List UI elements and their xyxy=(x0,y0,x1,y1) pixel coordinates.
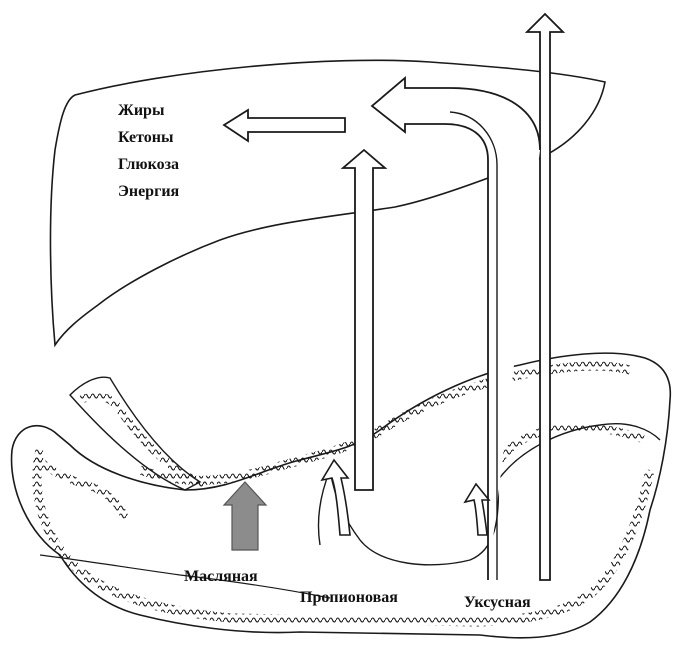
butyric-arrow xyxy=(224,482,266,550)
acetic-long-arrow xyxy=(527,14,563,580)
rumen-inner-pillar-2 xyxy=(318,470,330,545)
liver-product-0: Жиры xyxy=(118,102,165,119)
liver-product-1: Кетоны xyxy=(118,129,174,146)
acetic-hook-arrow xyxy=(465,484,489,535)
acetic-curved-arrow xyxy=(372,78,540,580)
propionic-arrow xyxy=(343,150,385,490)
villi-band-inner-left xyxy=(35,455,125,518)
butyric-label: Масляная xyxy=(184,568,258,585)
liver-product-2: Глюкоза xyxy=(118,156,179,173)
villi-band-inner-right xyxy=(500,427,645,460)
villi-band-upper xyxy=(140,366,630,480)
propionic-label: Пропионовая xyxy=(300,589,398,606)
liver-output-arrow xyxy=(224,110,345,141)
acetic-label: Уксусная xyxy=(464,594,531,611)
liver-product-3: Энергия xyxy=(118,183,180,200)
propionic-hook-arrow xyxy=(322,460,350,535)
